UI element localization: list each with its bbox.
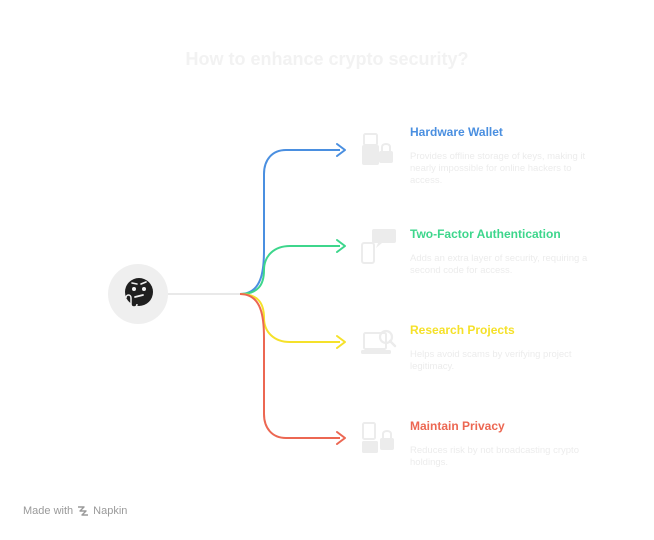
arrow-two-factor	[336, 239, 346, 253]
branch-desc-privacy: Reduces risk by not broadcasting crypto …	[410, 445, 579, 468]
devices-lock-icon	[362, 422, 394, 453]
branch-desc-research: Helps avoid scams by verifying project l…	[410, 349, 572, 372]
branch-line-two-factor	[239, 245, 340, 295]
laptop-search-icon	[361, 329, 397, 354]
branch-title-two-factor: Two-Factor Authentication	[410, 227, 561, 241]
arrow-hardware-wallet	[336, 143, 346, 157]
footer-brand: Napkin	[93, 505, 128, 517]
branch-line-hardware-wallet	[239, 149, 340, 295]
arrow-privacy	[336, 431, 346, 445]
branch-title-research: Research Projects	[410, 323, 515, 337]
center-node	[108, 264, 168, 324]
footer-attribution: Made with Napkin	[23, 505, 127, 517]
arrow-research	[336, 335, 346, 349]
branch-desc-two-factor: Adds an extra layer of security, requiri…	[410, 253, 588, 276]
branch-title-hardware-wallet: Hardware Wallet	[410, 125, 503, 139]
branch-line-privacy	[239, 293, 340, 439]
branch-desc-hardware-wallet: Provides offline storage of keys, making…	[410, 151, 586, 186]
phone-password-icon	[361, 229, 396, 264]
napkin-logo-icon	[78, 506, 89, 516]
branch-line-research	[239, 293, 340, 343]
thinking-face-icon	[125, 278, 153, 308]
usb-lock-icon	[362, 133, 393, 165]
footer-made-with: Made with	[23, 505, 74, 517]
branch-title-privacy: Maintain Privacy	[410, 419, 505, 433]
diagram-title: How to enhance crypto security?	[185, 49, 469, 69]
